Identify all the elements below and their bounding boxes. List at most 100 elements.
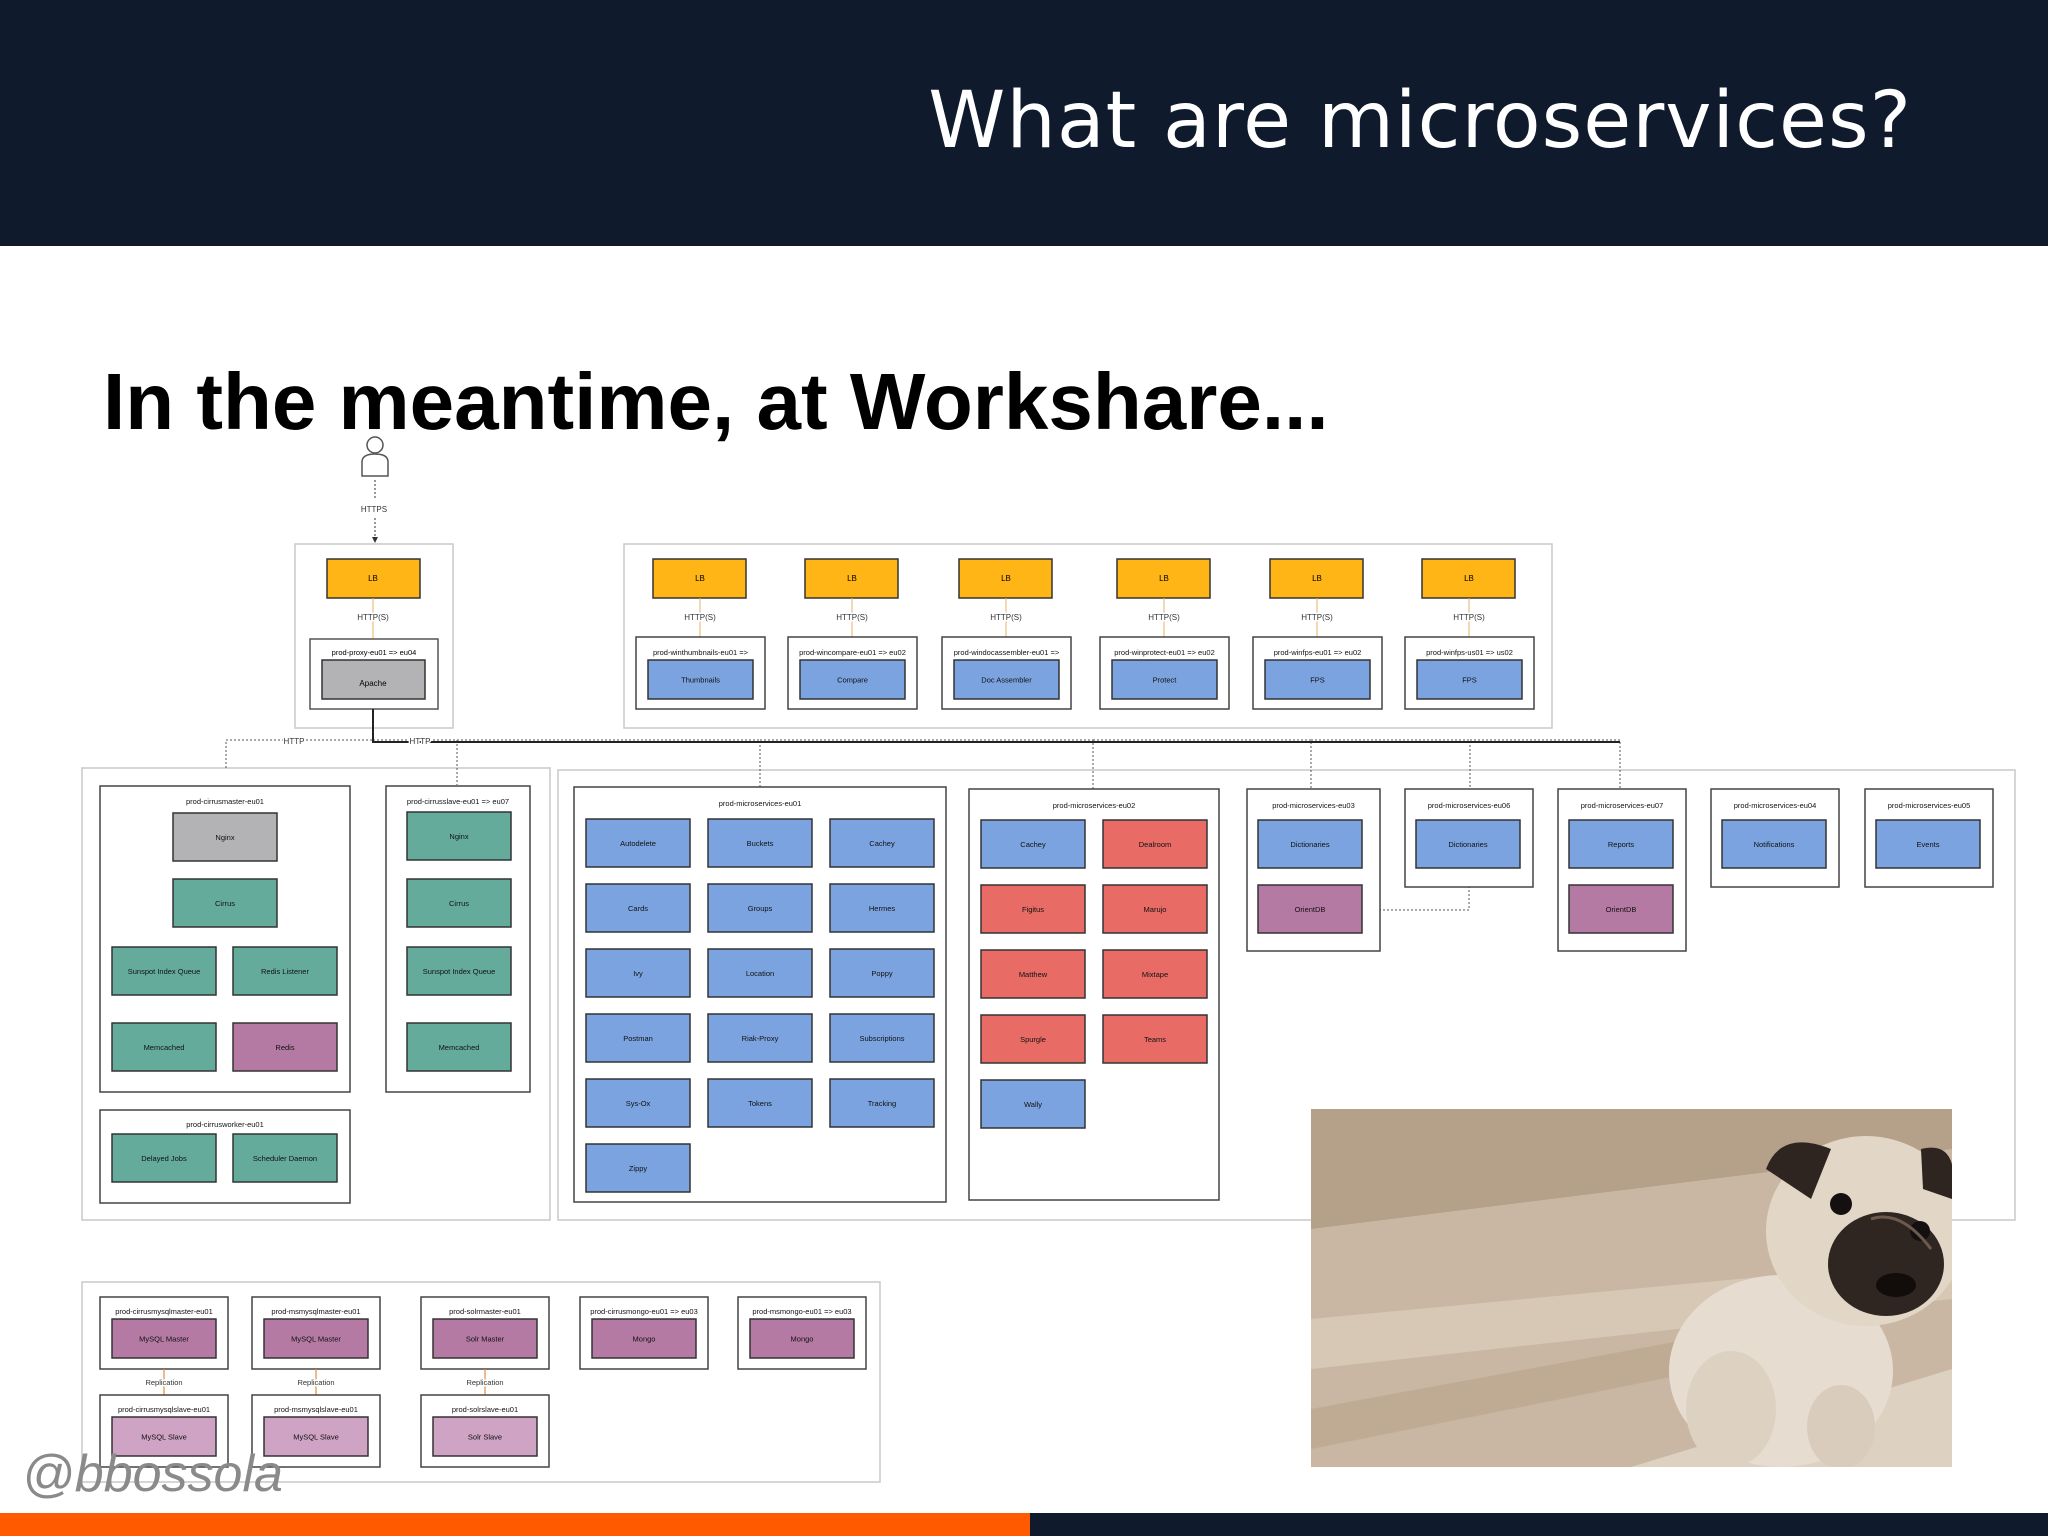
- proxy-lb-label: LB: [368, 574, 378, 583]
- prod-cirrusmaster-eu01-title: prod-cirrusmaster-eu01: [186, 797, 264, 806]
- zippy-label: Zippy: [629, 1164, 648, 1173]
- notifications-label: Notifications: [1754, 840, 1795, 849]
- mysql-master-label: MySQL Master: [291, 1335, 341, 1344]
- cachey-service: [980, 819, 1086, 869]
- prod-microservices-eu07-title: prod-microservices-eu07: [1581, 801, 1664, 810]
- nginx-service: [406, 811, 512, 861]
- poppy-label: Poppy: [871, 969, 893, 978]
- location-service: [707, 948, 813, 998]
- figitus-service: [980, 884, 1086, 934]
- lb-link-label-4: HTTP(S): [1148, 613, 1180, 622]
- prod-microservices-eu04-title: prod-microservices-eu04: [1734, 801, 1817, 810]
- teams-service: [1102, 1014, 1208, 1064]
- user-icon: [361, 436, 389, 477]
- delayed-jobs-label: Delayed Jobs: [141, 1154, 187, 1163]
- marujo-service: [1102, 884, 1208, 934]
- prod-microservices-eu02-title: prod-microservices-eu02: [1053, 801, 1136, 810]
- memcached-label: Memcached: [144, 1043, 185, 1052]
- dealroom-service: [1102, 819, 1208, 869]
- mysql-slave-label: MySQL Slave: [293, 1433, 339, 1442]
- proxy-server-label: prod-proxy-eu01 => eu04: [332, 648, 417, 657]
- dictionaries-service: [1257, 819, 1363, 869]
- nginx-service: [172, 812, 278, 862]
- hermes-label: Hermes: [869, 904, 896, 913]
- prod-msmysqlmaster-eu01-title: prod-msmysqlmaster-eu01: [271, 1307, 360, 1316]
- tokens-label: Tokens: [748, 1099, 772, 1108]
- replication-label-3: Replication: [466, 1378, 503, 1387]
- lb-label-3: LB: [1001, 574, 1011, 583]
- lb-3: [958, 558, 1053, 599]
- mongo-service: [591, 1318, 697, 1359]
- wally-service: [980, 1079, 1086, 1129]
- postman-service: [585, 1013, 691, 1063]
- lb-label-5: LB: [1312, 574, 1322, 583]
- subscriptions-service: [829, 1013, 935, 1063]
- frontends-group: [623, 543, 1553, 729]
- mysql-master-service: [263, 1318, 369, 1359]
- sunspot-index-queue-label: Sunspot Index Queue: [128, 967, 201, 976]
- protect-service: [1111, 659, 1218, 700]
- replication-label-2: Replication: [297, 1378, 334, 1387]
- prod-microservices-eu06-title: prod-microservices-eu06: [1428, 801, 1511, 810]
- groups-label: Groups: [748, 904, 773, 913]
- autodelete-service: [585, 818, 691, 868]
- proxy-lb: [326, 558, 421, 599]
- footer-bar-navy: [1030, 1513, 2048, 1536]
- prod-winthumbnails-eu01-title: prod-winthumbnails-eu01 =>: [653, 648, 749, 657]
- teams-label: Teams: [1144, 1035, 1166, 1044]
- wally-label: Wally: [1024, 1100, 1042, 1109]
- delayed-jobs-service: [111, 1133, 217, 1183]
- lb-link-label-2: HTTP(S): [836, 613, 868, 622]
- sunspot-index-queue-label: Sunspot Index Queue: [423, 967, 496, 976]
- zippy-service: [585, 1143, 691, 1193]
- prod-solrslave-eu01-title: prod-solrslave-eu01: [452, 1405, 518, 1414]
- figitus-label: Figitus: [1022, 905, 1044, 914]
- redis-service: [232, 1022, 338, 1072]
- memcached-service: [111, 1022, 217, 1072]
- matthew-service: [980, 949, 1086, 999]
- tokens-service: [707, 1078, 813, 1128]
- location-label: Location: [746, 969, 774, 978]
- cards-label: Cards: [628, 904, 648, 913]
- mongo-service: [749, 1318, 855, 1359]
- mongo-label: Mongo: [633, 1335, 656, 1344]
- lb-link-label-6: HTTP(S): [1453, 613, 1485, 622]
- lb-link-label-3: HTTP(S): [990, 613, 1022, 622]
- sys-ox-service: [585, 1078, 691, 1128]
- http-label-1: HTTP: [284, 737, 305, 746]
- lb-1: [652, 558, 747, 599]
- prod-microservices-eu01-title: prod-microservices-eu01: [719, 799, 802, 808]
- doc-assembler-service: [953, 659, 1060, 700]
- memcached-service: [406, 1022, 512, 1072]
- sunspot-index-queue-service: [406, 946, 512, 996]
- prod-msmysqlslave-eu01-title: prod-msmysqlslave-eu01: [274, 1405, 358, 1414]
- lb-5: [1269, 558, 1364, 599]
- doc-assembler-label: Doc Assembler: [981, 676, 1032, 685]
- header-bar: [0, 0, 2048, 246]
- dictionaries-label: Dictionaries: [1290, 840, 1329, 849]
- prod-wincompare-eu01-eu02-title: prod-wincompare-eu01 => eu02: [799, 648, 906, 657]
- https-label: HTTPS: [361, 505, 387, 514]
- subscriptions-label: Subscriptions: [859, 1034, 904, 1043]
- solr-master-label: Solr Master: [466, 1335, 505, 1344]
- fps-service: [1264, 659, 1371, 700]
- memcached-label: Memcached: [439, 1043, 480, 1052]
- lb-2: [804, 558, 899, 599]
- ivy-service: [585, 948, 691, 998]
- mixtape-label: Mixtape: [1142, 970, 1168, 979]
- groups-service: [707, 883, 813, 933]
- slide-subtitle: In the meantime, at Workshare...: [103, 357, 1329, 446]
- spurgle-service: [980, 1014, 1086, 1064]
- lb-label-1: LB: [695, 574, 705, 583]
- prod-windocassembler-eu01-title: prod-windocassembler-eu01 =>: [954, 648, 1060, 657]
- apache-label: Apache: [359, 679, 387, 688]
- buckets-label: Buckets: [747, 839, 774, 848]
- prod-solrmaster-eu01-title: prod-solrmaster-eu01: [449, 1307, 521, 1316]
- lb-6: [1421, 558, 1516, 599]
- buckets-service: [707, 818, 813, 868]
- tracking-label: Tracking: [868, 1099, 896, 1108]
- http-label-2: HTTP: [410, 737, 431, 746]
- cirrus-label: Cirrus: [449, 899, 469, 908]
- orientdb-label: OrientDB: [1606, 905, 1637, 914]
- compare-service: [799, 659, 906, 700]
